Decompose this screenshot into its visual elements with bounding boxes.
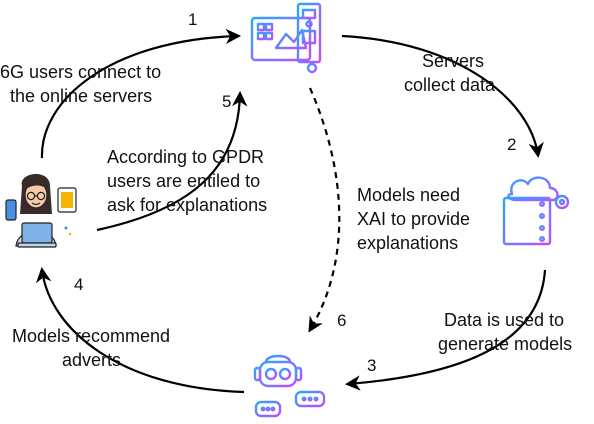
cycle-arrows xyxy=(36,28,547,394)
label-models-recommend-line-1: Models recommend xyxy=(12,326,170,346)
label-users-connect-line-1: 6G users connect to xyxy=(0,62,161,82)
label-xai-line-3: explanations xyxy=(357,233,458,253)
arrow-step-6 xyxy=(308,87,341,333)
label-servers-collect-line-1: Servers xyxy=(422,51,484,71)
woman-with-laptop-and-devices-icon xyxy=(5,173,77,248)
computer-with-server-rack-icon xyxy=(250,2,322,74)
label-data-used-line-2: generate models xyxy=(438,334,572,354)
arrow-step-3 xyxy=(344,269,547,391)
label-xai-line-1: Models need xyxy=(357,185,460,205)
label-models-recommend: Models recommend adverts xyxy=(12,326,170,370)
step-numbers: 1 2 3 4 5 6 xyxy=(74,10,516,375)
label-gpdr-line-3: ask for explanations xyxy=(107,195,267,215)
label-gpdr: According to GPDR users are entiled to a… xyxy=(107,147,267,215)
step-number-2: 2 xyxy=(507,135,516,154)
step-number-5: 5 xyxy=(222,92,231,111)
arrow-step-1 xyxy=(40,28,242,159)
label-users-connect: 6G users connect to the online servers xyxy=(0,62,161,106)
label-xai-line-2: XAI to provide xyxy=(357,209,470,229)
step-number-4: 4 xyxy=(74,275,83,294)
cloud-server-icon xyxy=(502,176,570,246)
label-users-connect-line-2: the online servers xyxy=(10,86,152,106)
label-servers-collect: Servers collect data xyxy=(404,51,496,95)
label-servers-collect-line-2: collect data xyxy=(404,75,496,95)
label-data-used-line-1: Data is used to xyxy=(444,310,564,330)
arrow-step-2 xyxy=(341,34,544,159)
step-number-6: 6 xyxy=(337,311,346,330)
step-number-3: 3 xyxy=(367,356,376,375)
label-data-used: Data is used to generate models xyxy=(438,310,572,354)
label-gpdr-line-1: According to GPDR xyxy=(107,147,264,167)
label-xai: Models need XAI to provide explanations xyxy=(357,185,470,253)
arrow-step-4 xyxy=(36,266,245,394)
step-number-1: 1 xyxy=(188,10,197,29)
label-gpdr-line-2: users are entiled to xyxy=(107,171,260,191)
robot-with-chat-bubbles-icon xyxy=(253,354,326,418)
arrow-step-5 xyxy=(96,90,248,232)
label-models-recommend-line-2: adverts xyxy=(62,350,121,370)
